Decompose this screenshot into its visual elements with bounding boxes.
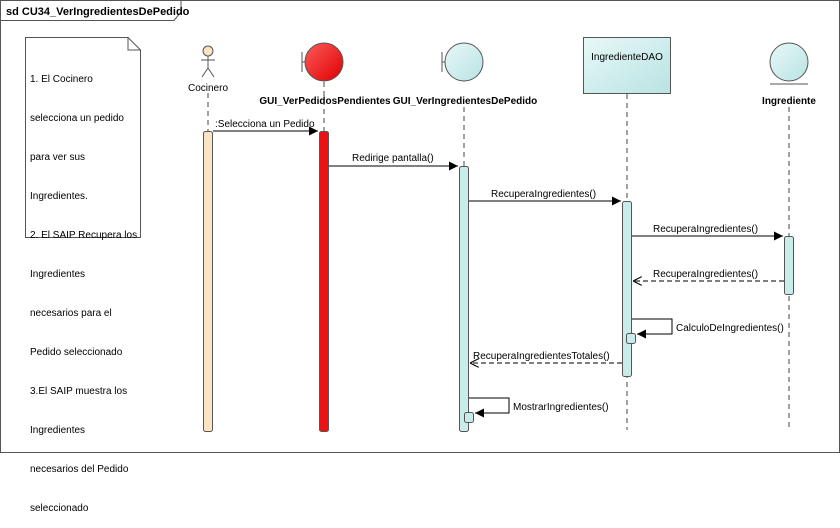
note-line: seleccionado	[30, 503, 89, 514]
actor-icon	[201, 45, 215, 78]
frame-title-tab	[0, 0, 182, 21]
participant-label-gui-veringredientes: GUI_VerIngredientesDePedido	[393, 96, 538, 107]
self-message-arrow	[632, 318, 673, 339]
participant-label-ingrediente: Ingrediente	[762, 96, 816, 107]
message-label: RecuperaIngredientes()	[653, 269, 758, 280]
activation-cocinero	[203, 131, 213, 432]
boundary-icon	[301, 42, 344, 82]
activation-ingrediente	[784, 236, 794, 295]
note-text: 1. El Cocinero selecciona un pedido para…	[30, 47, 142, 528]
message-label: CalculoDeIngredientes()	[676, 323, 784, 334]
note-line: Ingredientes	[30, 269, 86, 280]
activation-gui-veringredientes	[459, 166, 469, 432]
activation-self-calculo	[626, 333, 636, 344]
activation-ingredientedao	[622, 201, 632, 377]
participant-label-ingredientedao: IngredienteDAO	[591, 52, 663, 63]
participant-label-gui-verpedidos: GUI_VerPedidosPendientes	[259, 96, 391, 107]
note-line: Ingredientes.	[30, 191, 88, 202]
note-line: selecciona un pedido	[30, 113, 124, 124]
note-line: necesarios del Pedido	[30, 464, 129, 475]
class-box-ingredientedao	[583, 37, 671, 94]
note	[25, 37, 141, 238]
entity-icon	[769, 42, 809, 85]
participant-label-cocinero: Cocinero	[188, 83, 228, 94]
note-fold	[127, 37, 141, 51]
message-label: RecuperaIngredientesTotales()	[473, 351, 610, 362]
activation-self-mostrar	[464, 412, 474, 423]
note-line: 2. El SAIP Recupera los	[30, 230, 138, 241]
activation-gui-verpedidos	[319, 131, 329, 432]
sequence-diagram: sd CU34_VerIngredientesDePedido Cocinero…	[0, 0, 840, 453]
note-line: para ver sus	[30, 152, 86, 163]
note-line: Ingredientes	[30, 425, 86, 436]
note-line: necesarios para el	[30, 308, 112, 319]
message-label: RecuperaIngredientes()	[491, 189, 596, 200]
note-line: 1. El Cocinero	[30, 74, 93, 85]
note-line: 3.El SAIP muestra los	[30, 386, 128, 397]
note-line: Pedido seleccionado	[30, 347, 123, 358]
frame-title: sd CU34_VerIngredientesDePedido	[6, 6, 190, 18]
message-label: :Selecciona un Pedido	[215, 119, 315, 130]
boundary-icon	[441, 42, 484, 82]
self-message-arrow	[469, 397, 510, 418]
message-label: Redirige pantalla()	[352, 153, 434, 164]
message-label: MostrarIngredientes()	[513, 402, 609, 413]
message-label: RecuperaIngredientes()	[653, 224, 758, 235]
